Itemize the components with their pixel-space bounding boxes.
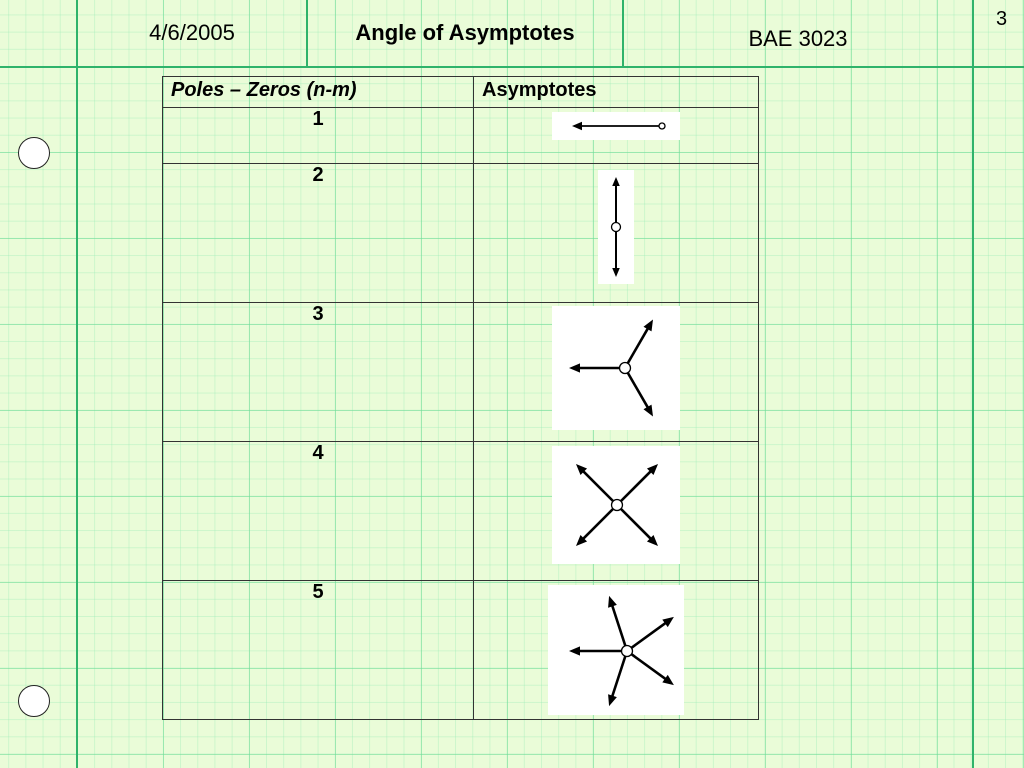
table-row: 4 [162, 441, 759, 581]
header-divider-2 [622, 0, 624, 68]
row-asymptote-cell [473, 441, 759, 581]
header-course-cell: BAE 3023 [624, 0, 972, 68]
arrowhead [575, 463, 588, 476]
row-asymptote-cell [473, 580, 759, 720]
arrowhead [608, 694, 617, 707]
arrowhead [569, 646, 580, 656]
arrowhead [662, 616, 674, 628]
asymptote-line [619, 507, 652, 540]
arrowhead [643, 319, 653, 332]
asymptote-line [619, 470, 652, 503]
header-date-cell: 4/6/2005 [78, 0, 306, 68]
asymptote-line [582, 507, 615, 540]
centroid-marker [618, 361, 632, 375]
arrowhead [612, 177, 620, 186]
arrowhead [643, 404, 653, 417]
asymptote-line [626, 327, 650, 364]
header-date: 4/6/2005 [149, 20, 235, 45]
page-title: Angle of Asymptotes [355, 20, 575, 45]
row-n-value: 2 [162, 163, 474, 303]
row-n-value: 1 [162, 107, 474, 164]
page-number: 3 [996, 8, 1008, 30]
row-asymptote-cell [473, 302, 759, 442]
arrowhead [608, 595, 617, 608]
asymptote-line [626, 372, 650, 409]
header-title-cell: Angle of Asymptotes [308, 0, 622, 68]
asymptote-line [630, 653, 667, 681]
centroid-marker [610, 498, 624, 512]
asymptote-line [582, 470, 615, 503]
asymptote-line [610, 604, 627, 647]
asymptote-line [630, 621, 667, 649]
arrowhead [569, 363, 580, 373]
centroid-marker [610, 221, 622, 233]
arrowhead [646, 534, 659, 547]
margin-rule-left [76, 0, 78, 768]
row-n-value: 3 [162, 302, 474, 442]
table-row: 2 [162, 163, 759, 303]
asymptote-diagram [552, 112, 680, 140]
binder-hole-top [18, 137, 50, 169]
arrowhead [572, 121, 582, 131]
arrowhead [662, 674, 674, 686]
col-header-poles-zeros: Poles – Zeros (n-m) [162, 76, 474, 108]
centroid-marker [658, 122, 666, 130]
centroid-marker [620, 644, 634, 658]
asymptote-diagram [552, 306, 680, 430]
row-n-value: 5 [162, 580, 474, 720]
table-row: 5 [162, 580, 759, 720]
header-course: BAE 3023 [748, 26, 848, 51]
header-rule [0, 66, 1024, 68]
table-header-row: Poles – Zeros (n-m) Asymptotes [162, 76, 759, 108]
binder-hole-bottom [18, 685, 50, 717]
asymptote-diagram [548, 585, 684, 715]
margin-rule-right [972, 0, 974, 768]
row-asymptote-cell [473, 107, 759, 164]
header-divider-1 [306, 0, 308, 68]
asymptote-line [610, 655, 627, 698]
arrowhead [646, 463, 659, 476]
table-row: 1 [162, 107, 759, 164]
asymptote-diagram [552, 446, 680, 564]
asymptote-diagram [598, 170, 634, 284]
col-header-asymptotes: Asymptotes [473, 76, 759, 108]
row-asymptote-cell [473, 163, 759, 303]
asymptote-table: Poles – Zeros (n-m) Asymptotes 1 2 3 4 [162, 76, 759, 720]
arrowhead [575, 534, 588, 547]
row-n-value: 4 [162, 441, 474, 581]
arrowhead [612, 268, 620, 277]
table-row: 3 [162, 302, 759, 442]
